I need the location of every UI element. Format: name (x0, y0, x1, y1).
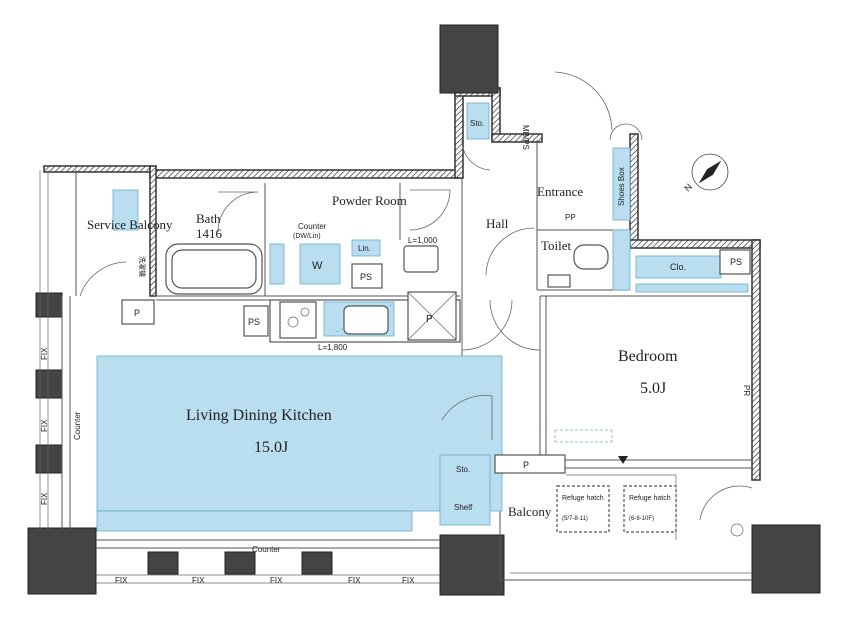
toilet-sink (547, 274, 571, 288)
p-box-service (121, 299, 155, 325)
label-clo: Clo. (670, 262, 686, 272)
label-fix-bottom-5: FIX (402, 576, 415, 585)
label-mbps: MB/PS (521, 125, 530, 150)
label-fix-left-3: FIX (40, 492, 49, 505)
appliances (121, 243, 751, 537)
labels: Service Balcony Bath 1416 Powder Room Co… (40, 119, 751, 585)
label-fix-bottom-4: FIX (348, 576, 361, 585)
ldk-floor-area (96, 355, 503, 512)
label-l1800: L=1,800 (318, 343, 348, 352)
label-shelf: Shelf (454, 503, 473, 512)
label-ps-kitchen: PS (248, 317, 260, 327)
label-bedroom: Bedroom (618, 348, 678, 365)
shoes-box (612, 147, 631, 221)
north-arrow-icon (691, 153, 729, 191)
label-counter-bottom: Counter (252, 545, 281, 554)
label-ldk: Living Dining Kitchen (186, 407, 332, 424)
label-fix-left-2: FIX (40, 419, 49, 432)
p-box-balcony (494, 454, 566, 474)
label-refuge-2: Refuge hatch (629, 495, 671, 502)
label-fix-bottom-2: FIX (192, 576, 205, 585)
label-pr: PR (742, 385, 751, 396)
label-ps-powder: PS (360, 272, 372, 282)
label-bath: Bath (196, 211, 221, 226)
label-shoes-box: Shoes Box (617, 167, 626, 206)
ps-box-closet (719, 249, 751, 275)
label-balcony: Balcony (508, 504, 552, 519)
label-counter-note: (DW/Lin) (293, 233, 321, 240)
label-powder-room: Powder Room (332, 193, 407, 208)
label-entrance: Entrance (537, 184, 583, 199)
label-p-kitchen: P (426, 314, 433, 325)
label-hall: Hall (486, 216, 509, 231)
label-washer: 洗濯機 (138, 256, 147, 277)
ps-box-kitchen (243, 305, 269, 337)
label-service-balcony-1: Service Balcony (87, 217, 173, 232)
toilet-bowl (573, 244, 609, 270)
label-w: W (312, 260, 323, 272)
kitchen-sink (343, 305, 389, 335)
label-sto-shelf: Sto. (456, 465, 470, 474)
sto-top (466, 102, 490, 140)
label-pp: PP (565, 213, 576, 222)
label-fix-bottom-1: FIX (115, 576, 128, 585)
door-swings (79, 71, 753, 521)
label-fix-left-1: FIX (40, 347, 49, 360)
label-bath-size: 1416 (196, 226, 223, 241)
label-counter-side: Counter (73, 411, 82, 440)
label-lin: Lin. (358, 244, 371, 253)
label-ldk-size: 15.0J (254, 439, 288, 456)
toilet-tank (612, 229, 631, 291)
fixtures (96, 102, 749, 532)
ps-box-powder (351, 263, 383, 289)
exterior-walls (43, 87, 761, 481)
storage-shelf-area (439, 454, 491, 526)
refuge-hatch-1 (556, 485, 610, 533)
label-p-balcony: P (523, 460, 529, 470)
label-p-service: P (134, 308, 140, 318)
label-refuge-note-1: (5/7-8-11) (562, 516, 588, 522)
drain (730, 523, 744, 537)
powder-sink (403, 245, 439, 273)
cooktop (279, 301, 317, 339)
refuge-hatch-2 (623, 485, 677, 533)
label-ps-closet: PS (730, 257, 742, 267)
label-fix-bottom-3: FIX (270, 576, 283, 585)
label-counter-small: Counter (298, 222, 327, 231)
label-toilet: Toilet (541, 238, 572, 253)
label-refuge-1: Refuge hatch (562, 495, 604, 502)
bedroom-window (566, 456, 676, 476)
label-sto-top: Sto. (470, 119, 484, 128)
label-refuge-note-2: (6-8-10F) (629, 516, 654, 522)
label-l1000: L=1,000 (408, 236, 438, 245)
label-bedroom-size: 5.0J (640, 380, 666, 397)
svg-text:N: N (682, 182, 694, 194)
